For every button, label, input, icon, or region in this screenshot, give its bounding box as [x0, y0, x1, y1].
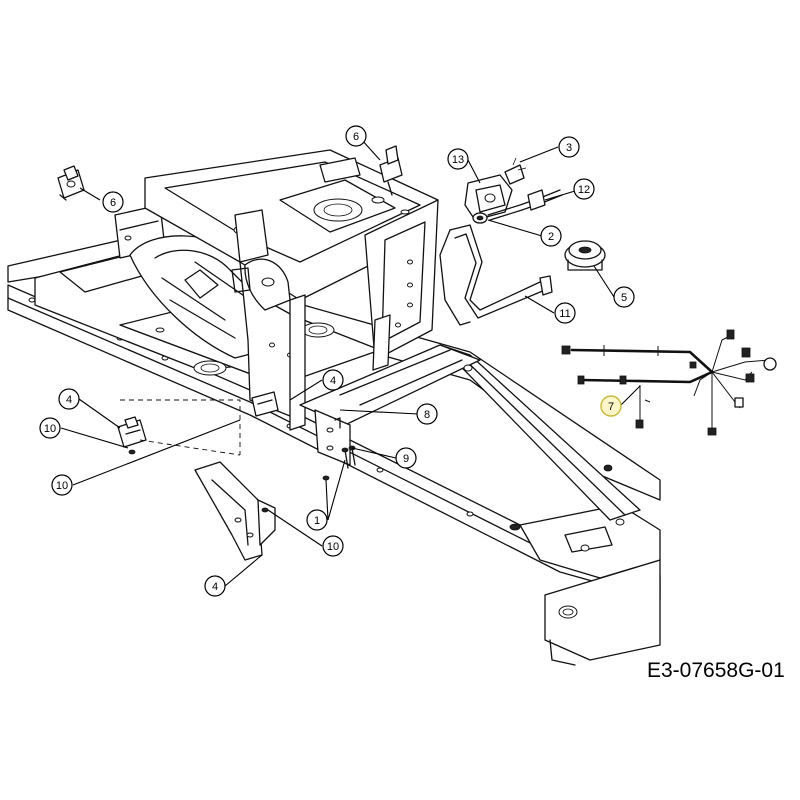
svg-text:9: 9 — [403, 453, 409, 465]
callout-12: 12 — [573, 178, 595, 200]
dashed-mount-line — [120, 399, 241, 456]
callout-8: 8 — [416, 403, 438, 425]
callout-13: 13 — [447, 148, 469, 170]
bracket-part-4-left — [117, 416, 147, 455]
seat-switch-part-6-top — [379, 145, 403, 196]
svg-text:5: 5 — [621, 292, 627, 304]
svg-text:10: 10 — [44, 423, 56, 435]
callout-1: 1 — [306, 509, 328, 531]
callout-7: 7 — [600, 395, 622, 417]
switch-part-6-left — [57, 165, 85, 201]
leader-lines — [60, 138, 641, 587]
svg-text:3: 3 — [566, 142, 572, 154]
callout-4-left: 4 — [58, 388, 80, 410]
drawing-code: E3-07658G-01 — [647, 659, 785, 682]
callout-4-bottom: 4 — [204, 575, 226, 597]
svg-text:4: 4 — [212, 581, 218, 593]
callout-3: 3 — [558, 136, 580, 158]
socket-part-5 — [564, 240, 606, 271]
linkage-rod-part-11 — [439, 224, 553, 326]
callout-6-top: 6 — [345, 125, 367, 147]
svg-text:1: 1 — [314, 515, 320, 527]
callout-10-mid: 10 — [51, 474, 73, 496]
callout-6-left: 6 — [102, 191, 124, 213]
bracket-part-4-center — [251, 391, 279, 417]
solenoid-part-13 — [464, 157, 527, 221]
svg-text:8: 8 — [424, 409, 430, 421]
svg-text:12: 12 — [578, 184, 590, 196]
rod-part-12 — [487, 189, 563, 221]
svg-text:4: 4 — [330, 375, 336, 387]
callout-4-center: 4 — [322, 369, 344, 391]
svg-text:7: 7 — [608, 401, 614, 413]
bushing-part-2 — [472, 212, 488, 224]
bolts-part-9-1 — [322, 445, 356, 481]
callout-10-left: 10 — [39, 417, 61, 439]
svg-text:10: 10 — [56, 480, 68, 492]
svg-text:2: 2 — [548, 231, 554, 243]
steering-tower — [144, 149, 439, 431]
svg-text:4: 4 — [66, 394, 72, 406]
callout-5: 5 — [613, 286, 635, 308]
callout-10-bottom: 10 — [322, 535, 344, 557]
callout-2: 2 — [540, 225, 562, 247]
svg-text:6: 6 — [353, 131, 359, 143]
svg-text:6: 6 — [110, 197, 116, 209]
callouts: 6 6 13 3 12 2 5 11 — [39, 125, 635, 597]
center-cross-plate — [299, 344, 481, 466]
bracket-part-4-bottom — [194, 461, 276, 561]
callout-11: 11 — [554, 302, 576, 324]
svg-text:11: 11 — [559, 308, 570, 320]
svg-text:10: 10 — [327, 541, 339, 553]
svg-text:13: 13 — [452, 154, 464, 166]
callout-9: 9 — [395, 447, 417, 469]
wiring-harness-part-7 — [561, 329, 777, 436]
